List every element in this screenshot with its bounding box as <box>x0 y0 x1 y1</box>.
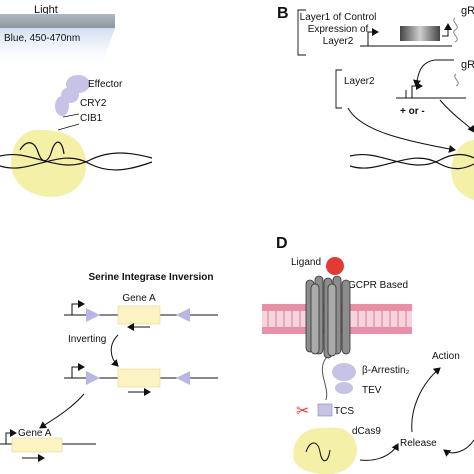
effector-label: Effector <box>88 79 123 90</box>
plus-or-minus-label: + or - <box>400 106 425 117</box>
dcas9-label: dCas9 <box>352 426 381 437</box>
row3-gene-label: Gene A <box>18 428 52 439</box>
panel-d: D Ligand GCPR Based <box>262 235 474 474</box>
row2-gene-box <box>117 368 161 388</box>
layer2-to-cas-arrow <box>439 99 474 133</box>
panel-b-letter: B <box>277 5 289 22</box>
dna-strand-2 <box>0 157 153 171</box>
blue-light-beam <box>0 28 115 70</box>
tcs-site <box>317 403 333 417</box>
row2-att-site-right <box>176 371 190 385</box>
grna-top-strand <box>453 17 458 43</box>
inverting-label: Inverting <box>68 334 106 345</box>
grna-top-label: gR <box>461 5 474 17</box>
layer1-output-arrow <box>442 23 452 37</box>
light-source-bar <box>0 14 115 28</box>
release-label: Release <box>400 438 437 449</box>
dcas9-grna-loop <box>305 442 331 462</box>
release-to-action-arrow <box>411 367 441 433</box>
inverting-arrow <box>110 334 119 367</box>
tev-blob <box>335 382 353 394</box>
row2-promoter <box>71 363 85 378</box>
dna-strand-1 <box>0 152 153 166</box>
layer1-to-layer2-arrow <box>413 59 454 87</box>
tev-label: TEV <box>362 385 382 396</box>
gcpr-label: GCPR Based <box>348 280 408 291</box>
grna-mid-strand <box>454 73 459 87</box>
row1-promoter <box>71 300 85 315</box>
tcs-label: TCS <box>334 406 354 417</box>
panel-c-title: Serine Integrase Inversion <box>88 272 213 283</box>
layer1-label-line1: Layer1 of Control <box>300 12 377 23</box>
panel-a: Light Blue, 450-470nm Effector CRY2 CIB1 <box>0 4 153 197</box>
layer1-label-line2: Expression of <box>308 24 369 35</box>
light-label: Light <box>34 4 58 16</box>
layer1-bracket <box>297 9 306 56</box>
cycle-return-arrow <box>443 439 474 457</box>
row1-att-site-left <box>86 308 100 322</box>
layer1-label-line3: Layer2 <box>323 36 354 47</box>
cry2-label: CRY2 <box>80 98 107 109</box>
row2-att-site-left <box>86 371 100 385</box>
cry2-pointer <box>62 113 80 118</box>
row3-promoter <box>5 429 17 444</box>
expression-arrow <box>39 393 85 429</box>
row3-gene-box <box>11 437 63 453</box>
panel-b-protein <box>451 140 474 200</box>
layer2-output-arrow <box>347 107 456 153</box>
layer2-label: Layer2 <box>344 76 375 87</box>
row1-att-site-right <box>176 308 190 322</box>
panel-c: Serine Integrase Inversion Gene A Invert… <box>0 272 218 462</box>
blue-wavelength-label: Blue, 450-470nm <box>4 33 80 44</box>
panel-b-dna-strand-2 <box>349 157 474 170</box>
action-label: Action <box>432 351 460 362</box>
dcas9-protein <box>293 427 357 474</box>
protein-dna-loops <box>19 141 65 162</box>
cry2-stalk <box>55 96 69 116</box>
dcas9-to-release-arrow <box>359 443 399 461</box>
ligand-label: Ligand <box>291 257 321 268</box>
gpcr-receptor <box>305 275 351 359</box>
arrestin-blob <box>332 363 356 381</box>
layer1-gene-box <box>400 26 440 41</box>
cib1-pointer <box>57 123 80 131</box>
panel-d-letter: D <box>276 235 288 252</box>
panel-b: B Layer1 of Control Expression of Layer2… <box>277 5 474 200</box>
row1-gene-box <box>117 305 161 325</box>
cib1-label: CIB1 <box>80 113 103 124</box>
row1-gene-label: Gene A <box>122 293 156 304</box>
layer1-promoter <box>367 28 379 46</box>
ligand-sphere <box>326 257 344 275</box>
grna-mid-label: gR <box>461 59 474 71</box>
scissors-icon: ✂ <box>296 401 309 420</box>
arrestin-label: β-Arrestin₂ <box>362 365 410 376</box>
receptor-tether <box>321 357 328 401</box>
layer2-promoter <box>411 82 423 98</box>
layer2-bracket <box>335 69 342 109</box>
dna-binding-protein <box>11 129 87 197</box>
